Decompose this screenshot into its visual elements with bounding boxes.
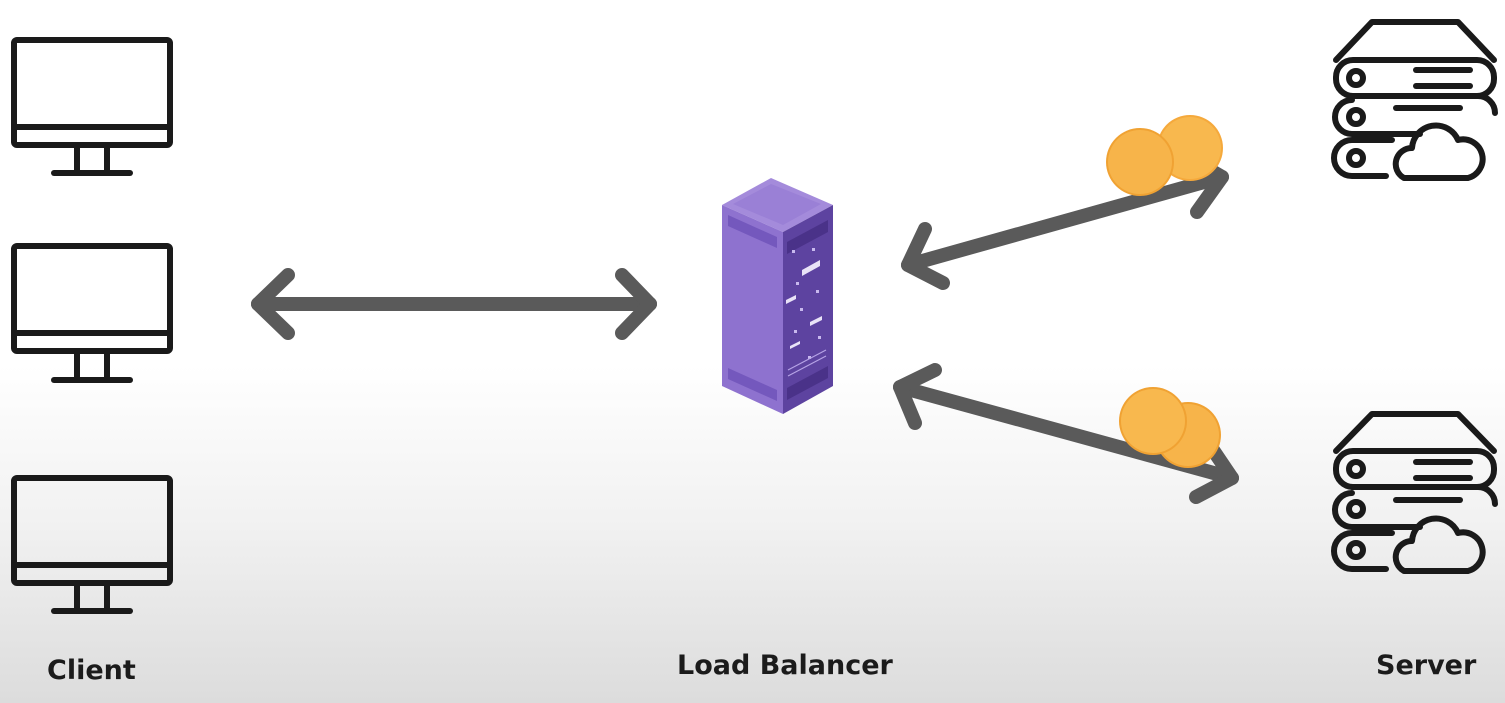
client-monitor-3	[11, 475, 173, 614]
client-label: Client	[47, 655, 136, 686]
load-balancer-label: Load Balancer	[677, 650, 893, 681]
traffic-token-2	[1119, 387, 1221, 468]
client-lb-arrow	[251, 268, 657, 340]
cloud-server-icon-2	[1331, 411, 1498, 574]
lb-server1-arrow	[901, 155, 1229, 290]
client-monitor-2	[11, 243, 173, 383]
load-balancer-rack	[722, 178, 833, 414]
cloud-server-icon-1	[1331, 19, 1498, 181]
traffic-token-1	[1106, 115, 1223, 196]
server-label: Server	[1376, 650, 1477, 681]
client-monitor-1	[11, 37, 173, 176]
